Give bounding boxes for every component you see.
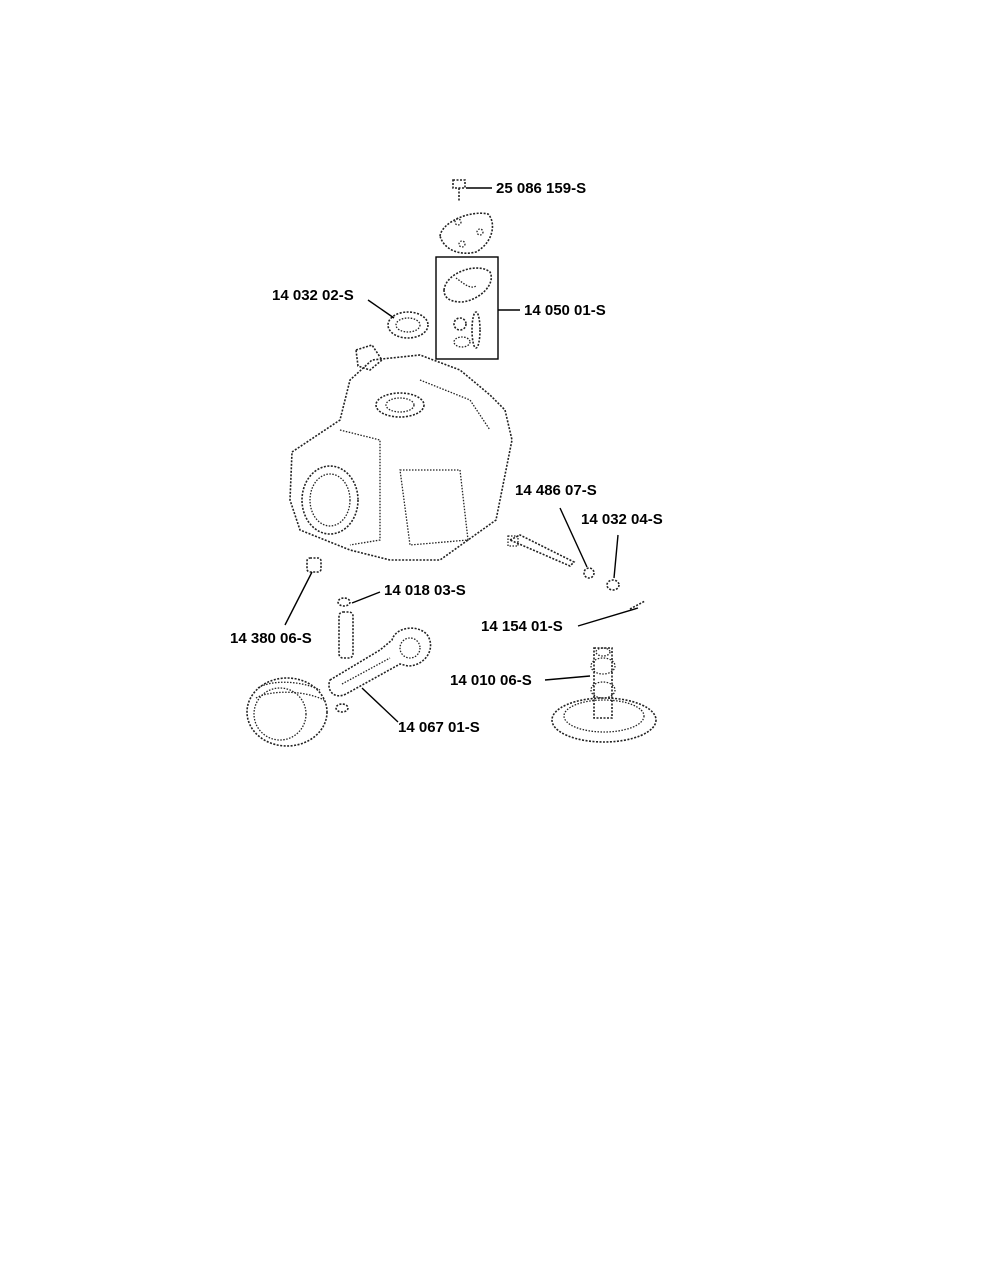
leader-lines xyxy=(284,187,639,723)
leader-line xyxy=(544,675,591,681)
cover-plate-part xyxy=(439,212,494,254)
leader-line xyxy=(613,534,619,579)
leader-line xyxy=(351,591,381,604)
part-label-gasket-kit: 14 050 01-S xyxy=(524,302,606,319)
part-label-seal: 14 032 02-S xyxy=(272,287,354,304)
leader-line xyxy=(367,299,395,319)
part-label-connecting-rod: 14 067 01-S xyxy=(398,719,480,736)
bolt-part xyxy=(452,179,466,202)
leader-line xyxy=(361,687,399,723)
piston-pin-part xyxy=(335,597,354,713)
governor-shaft-part xyxy=(507,534,595,579)
leader-line xyxy=(559,507,588,568)
part-label-piston-pin: 14 018 03-S xyxy=(384,582,466,599)
pin-part xyxy=(629,600,646,610)
part-label-bushing: 14 380 06-S xyxy=(230,630,312,647)
part-label-bolt: 25 086 159-S xyxy=(496,180,587,197)
camshaft-part xyxy=(551,647,657,743)
part-label-governor-shaft: 14 486 07-S xyxy=(515,482,597,499)
leader-line xyxy=(577,607,639,627)
washer-part xyxy=(606,579,620,591)
gasket-kit-part xyxy=(435,256,499,360)
part-label-washer: 14 032 04-S xyxy=(581,511,663,528)
crankcase-part xyxy=(289,344,513,561)
part-label-camshaft: 14 010 06-S xyxy=(450,672,532,689)
bushing-part xyxy=(306,557,322,573)
leader-line xyxy=(284,571,313,626)
seal-part xyxy=(387,311,429,339)
piston-part xyxy=(246,677,328,747)
connecting-rod-part xyxy=(328,627,432,697)
part-label-pin: 14 154 01-S xyxy=(481,618,563,635)
